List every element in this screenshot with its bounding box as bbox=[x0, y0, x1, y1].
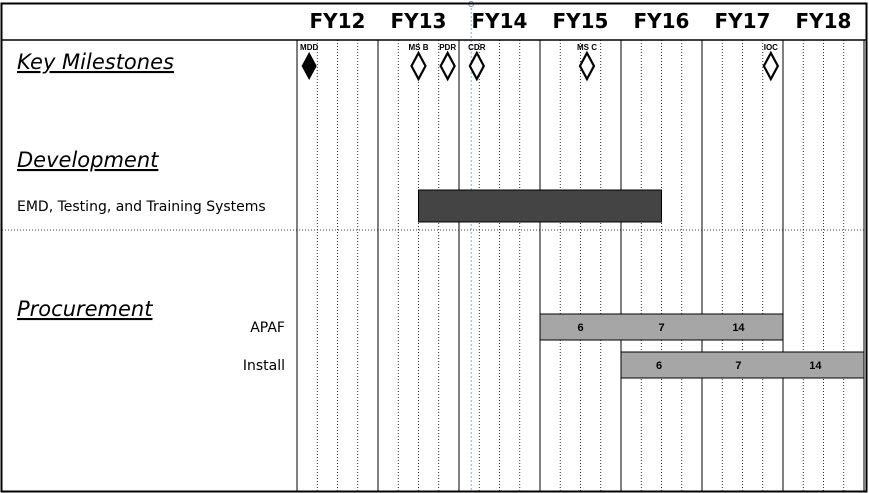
procurement-quantity-label: 14 bbox=[809, 360, 822, 372]
procurement-quantity-label: 7 bbox=[658, 322, 664, 334]
fiscal-year-label: FY15 bbox=[553, 9, 609, 33]
milestone-label: CDR bbox=[468, 43, 486, 52]
development-bar bbox=[418, 189, 662, 223]
milestone-diamond bbox=[439, 50, 456, 82]
milestone-label: MDD bbox=[300, 43, 318, 52]
milestone-label: MS C bbox=[577, 43, 597, 52]
development-task-label: EMD, Testing, and Training Systems bbox=[17, 199, 266, 215]
milestone-label: IOC bbox=[764, 43, 778, 52]
procurement-task-label: APAF bbox=[250, 320, 285, 336]
milestone-label: MS B bbox=[409, 43, 429, 52]
procurement-task-label: Install bbox=[243, 358, 285, 374]
milestone-diamond bbox=[468, 50, 486, 82]
procurement-bar bbox=[620, 351, 865, 379]
milestone-label: PDR bbox=[439, 43, 456, 52]
section-title-procurement: Procurement bbox=[17, 297, 153, 321]
procurement-quantity-label: 7 bbox=[735, 360, 741, 372]
milestone-markers: MDD MS B PDR CDR MS C IOC bbox=[300, 43, 780, 82]
milestone-diamond bbox=[762, 50, 780, 82]
milestone-diamond bbox=[301, 51, 317, 81]
task-bars: 6 7 14 6 7 14 bbox=[418, 189, 865, 379]
fiscal-year-label: FY17 bbox=[715, 9, 771, 33]
fiscal-year-label: FY14 bbox=[472, 9, 528, 33]
section-title-development: Development bbox=[17, 148, 159, 172]
fiscal-year-label: FY13 bbox=[391, 9, 447, 33]
fiscal-year-label: FY16 bbox=[634, 9, 690, 33]
section-title-milestones: Key Milestones bbox=[17, 50, 174, 74]
milestone-diamond bbox=[410, 50, 427, 82]
fiscal-year-headers: FY12 FY13 FY14 FY15 FY16 FY17 FY18 bbox=[310, 9, 852, 33]
fiscal-year-label: FY18 bbox=[796, 9, 852, 33]
procurement-bar bbox=[539, 313, 784, 341]
milestone-diamond bbox=[578, 50, 596, 82]
procurement-quantity-label: 6 bbox=[656, 360, 662, 372]
procurement-quantity-label: 14 bbox=[732, 322, 745, 334]
procurement-quantity-label: 6 bbox=[577, 322, 583, 334]
fiscal-year-label: FY12 bbox=[310, 9, 366, 33]
